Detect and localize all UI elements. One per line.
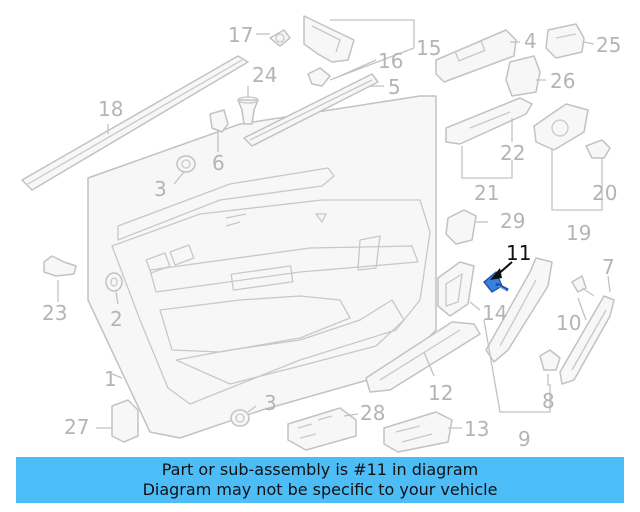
part-17-clip bbox=[269, 29, 291, 47]
part-3-grommet-lower bbox=[230, 409, 250, 427]
part-24-push-pin bbox=[237, 96, 259, 125]
callout-7: 7 bbox=[602, 255, 615, 279]
part-6-clip bbox=[209, 109, 229, 133]
part-28-window-switch bbox=[287, 407, 357, 451]
part-5-window-trim bbox=[243, 73, 379, 147]
part-2-clip bbox=[105, 272, 123, 292]
callout-16: 16 bbox=[378, 49, 403, 73]
callout-13: 13 bbox=[464, 417, 489, 441]
callout-4: 4 bbox=[524, 29, 537, 53]
leader-lines bbox=[57, 19, 611, 429]
callout-17: 17 bbox=[228, 23, 253, 47]
callout-22: 22 bbox=[500, 141, 525, 165]
callout-19: 19 bbox=[566, 221, 591, 245]
callout-1: 1 bbox=[104, 367, 117, 391]
part-7-trim-strip bbox=[559, 295, 615, 385]
part-15-mirror-cover bbox=[303, 15, 355, 63]
callout-10: 10 bbox=[556, 311, 581, 335]
callout-29: 29 bbox=[500, 209, 525, 233]
part-20-screw bbox=[585, 139, 611, 159]
banner-line-2: Diagram may not be specific to your vehi… bbox=[142, 480, 498, 499]
banner-line-1: Part or sub-assembly is #11 in diagram bbox=[161, 460, 479, 479]
part-4-switch-bezel bbox=[435, 29, 517, 83]
part-27-switch bbox=[111, 399, 139, 443]
part-16-clip bbox=[307, 67, 331, 87]
callout-5: 5 bbox=[388, 75, 401, 99]
part-23-retainer bbox=[43, 255, 77, 277]
part-10-screw bbox=[571, 275, 595, 297]
callout-25: 25 bbox=[596, 33, 621, 57]
info-banner: Part or sub-assembly is #11 in diagram D… bbox=[16, 457, 624, 503]
part-25-switch bbox=[545, 23, 585, 59]
callout-24: 24 bbox=[252, 63, 277, 87]
callout-28: 28 bbox=[360, 401, 385, 425]
callout-11-highlighted: 11 bbox=[506, 241, 531, 265]
callout-27: 27 bbox=[64, 415, 89, 439]
callout-2: 2 bbox=[110, 307, 123, 331]
callout-20: 20 bbox=[592, 181, 617, 205]
callout-26: 26 bbox=[550, 69, 575, 93]
callout-3-upper: 3 bbox=[154, 177, 167, 201]
part-13-switch-panel bbox=[383, 411, 453, 453]
callout-14: 14 bbox=[482, 301, 507, 325]
callout-21: 21 bbox=[474, 181, 499, 205]
part-9-armrest-trim bbox=[485, 257, 553, 363]
part-26-switch bbox=[505, 55, 541, 97]
part-12-armrest-pad bbox=[365, 321, 481, 393]
callout-numbers: 17 16 15 5 24 18 6 3 23 2 1 27 3 28 4 25… bbox=[42, 23, 621, 451]
part-3-grommet-upper bbox=[176, 155, 196, 173]
part-18-belt-molding bbox=[21, 55, 249, 191]
callout-6: 6 bbox=[212, 151, 225, 175]
part-20-handle-housing bbox=[533, 103, 589, 151]
part-14-bezel bbox=[437, 261, 475, 317]
parts-diagram: 17 16 15 5 24 18 6 3 23 2 1 27 3 28 4 25… bbox=[21, 15, 621, 453]
callout-8: 8 bbox=[542, 389, 555, 413]
callout-9: 9 bbox=[518, 427, 531, 451]
part-29-switch bbox=[445, 209, 477, 245]
callout-23: 23 bbox=[42, 301, 67, 325]
callout-12: 12 bbox=[428, 381, 453, 405]
part-22-pull-handle bbox=[445, 97, 533, 145]
callout-3-lower: 3 bbox=[264, 391, 277, 415]
callout-18: 18 bbox=[98, 97, 123, 121]
callout-15: 15 bbox=[416, 36, 441, 60]
part-8-clip bbox=[539, 349, 561, 371]
